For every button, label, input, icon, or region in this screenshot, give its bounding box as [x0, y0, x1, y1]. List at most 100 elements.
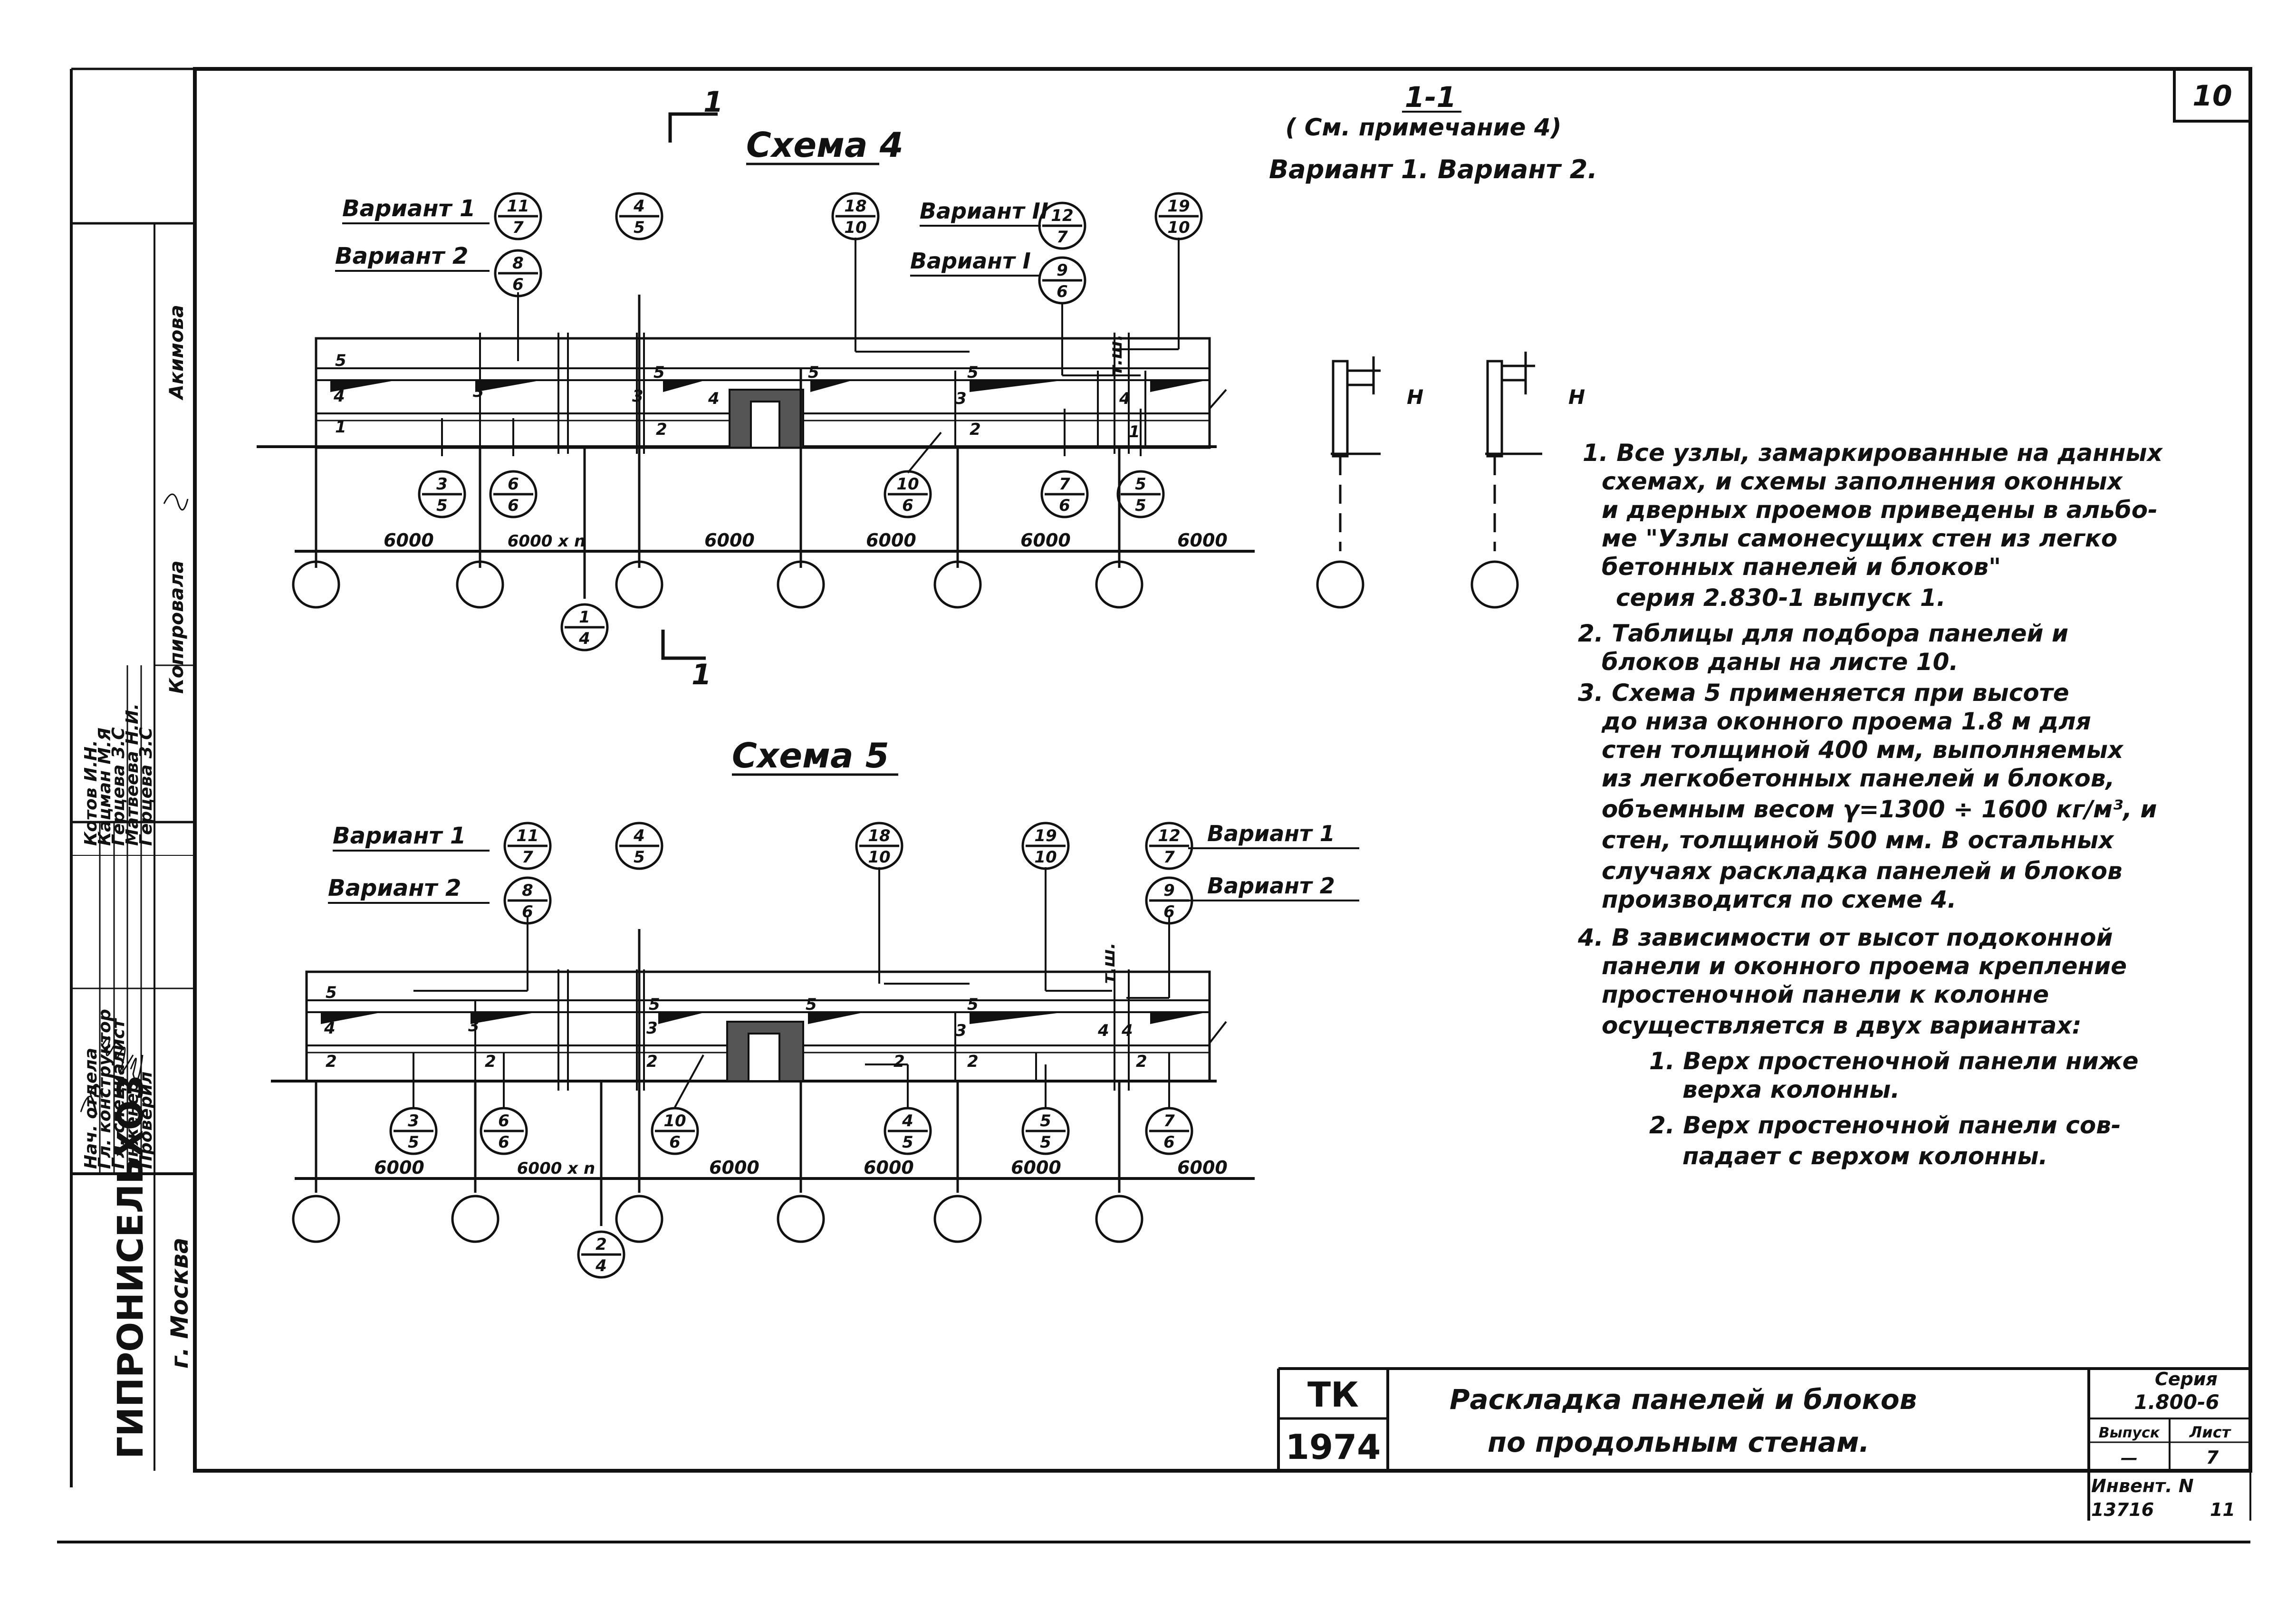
svg-text:2. Верх простеночной панели со: 2. Верх простеночной панели сов-: [1649, 1111, 2121, 1139]
svg-text:6: 6: [522, 902, 533, 921]
scheme-5-tsh: т.ш.: [1099, 943, 1119, 984]
scheme-4: 1 Схема 4 Вариант 1 Вариант 2 Вариант II…: [257, 86, 1255, 691]
svg-text:и дверных проемов приведены в: и дверных проемов приведены в альбо-: [1602, 496, 2158, 524]
svg-text:7: 7: [512, 218, 524, 237]
svg-text:6: 6: [1059, 496, 1070, 515]
scheme-5-variant2: Вариант 2: [328, 875, 461, 901]
svg-text:1: 1: [1129, 422, 1140, 441]
svg-text:5: 5: [326, 983, 337, 1002]
svg-text:осуществляется в двух варианта: осуществляется в двух вариантах:: [1602, 1012, 2082, 1039]
svg-text:9: 9: [1057, 261, 1068, 280]
title-line-1: Раскладка панелей и блоков: [1450, 1383, 1917, 1416]
scheme-4-top-nodes: [494, 192, 1203, 305]
svg-text:4: 4: [1121, 1021, 1133, 1040]
scheme-4-variantII: Вариант II: [920, 198, 1048, 224]
scheme-4-variantI: Вариант I: [910, 248, 1031, 274]
svg-text:6: 6: [512, 275, 524, 294]
scheme-4-variant1: Вариант 1: [342, 195, 475, 222]
svg-text:7: 7: [1059, 475, 1070, 494]
svg-text:10: 10: [896, 475, 919, 494]
svg-text:4: 4: [633, 197, 645, 216]
svg-text:3: 3: [955, 389, 967, 408]
svg-text:стен, толщиной 500 мм. В остал: стен, толщиной 500 мм. В остальных: [1602, 826, 2114, 854]
stamp-role-1: Гл. конструктор: [95, 1009, 115, 1169]
svg-text:блоков даны на листе 10.: блоков даны на листе 10.: [1602, 648, 1958, 676]
title-line-2: по продольным стенам.: [1488, 1426, 1870, 1458]
scheme-4-dimensions: 6000 6000 x n 6000 6000 6000 6000: [384, 530, 1228, 551]
stamp-role-3: инженер: [123, 1081, 142, 1169]
stamp-name-1: Кацман М.Я: [95, 728, 115, 846]
sheet-label: Лист: [2189, 1423, 2232, 1441]
svg-text:бетонных панелей и блоков": бетонных панелей и блоков": [1602, 553, 2001, 581]
tk-label: ТК: [1307, 1375, 1359, 1415]
signature-5: [163, 493, 189, 511]
svg-text:6000: 6000: [384, 530, 434, 551]
svg-text:2: 2: [646, 1052, 658, 1071]
svg-text:6000: 6000: [864, 1157, 914, 1178]
svg-text:5: 5: [408, 1133, 419, 1152]
svg-text:5: 5: [634, 848, 645, 867]
svg-text:6: 6: [1057, 282, 1068, 301]
svg-text:4: 4: [633, 826, 645, 845]
svg-text:стен толщиной 400 мм, выполняе: стен толщиной 400 мм, выполняемых: [1602, 736, 2124, 764]
svg-text:5: 5: [436, 496, 448, 515]
svg-text:2: 2: [967, 1052, 979, 1071]
svg-text:12: 12: [1051, 206, 1073, 225]
svg-text:7: 7: [1163, 848, 1175, 867]
svg-text:6000: 6000: [1177, 1157, 1228, 1178]
svg-text:3: 3: [473, 382, 484, 401]
svg-text:из легкобетонных панелей и бло: из легкобетонных панелей и блоков,: [1602, 765, 2115, 792]
svg-text:18: 18: [868, 826, 890, 845]
svg-text:панели и оконного проема крепл: панели и оконного проема крепление: [1602, 952, 2127, 980]
scheme-5-dimensions: 6000 6000 x n 6000 6000 6000 6000: [374, 1157, 1228, 1178]
svg-text:10: 10: [663, 1111, 686, 1131]
svg-text:3: 3: [955, 1021, 967, 1040]
svg-text:5: 5: [1040, 1111, 1051, 1131]
title-block: ТК 1974 Раскладка панелей и блоков по пр…: [1277, 1367, 2251, 1521]
scheme-5-variant1-right: Вариант 1: [1207, 821, 1335, 846]
svg-text:10: 10: [1167, 218, 1190, 237]
signature-2: [101, 1036, 117, 1056]
svg-text:2. Таблицы для подбора панелей: 2. Таблицы для подбора панелей и: [1578, 620, 2068, 647]
stamp-name-3: Матвеева Н.И.: [123, 703, 142, 846]
svg-text:6: 6: [498, 1133, 509, 1152]
svg-text:4: 4: [1119, 389, 1131, 408]
svg-text:6000: 6000: [704, 530, 755, 551]
stamp-name-0: Котов И.Н.: [81, 740, 101, 846]
svg-text:5: 5: [806, 995, 817, 1014]
svg-text:серия 2.830-1 выпуск 1.: серия 2.830-1 выпуск 1.: [1616, 584, 1946, 612]
svg-text:ме "Узлы самонесущих стен из л: ме "Узлы самонесущих стен из легко: [1602, 525, 2117, 552]
svg-text:5: 5: [808, 363, 819, 382]
scheme-4-bottom-nodes: [418, 470, 1165, 651]
svg-text:7: 7: [522, 848, 533, 867]
svg-text:5: 5: [634, 218, 645, 237]
svg-text:4: 4: [708, 389, 720, 408]
svg-text:19: 19: [1167, 197, 1190, 216]
sheet-value: 7: [2206, 1447, 2219, 1468]
svg-text:1: 1: [335, 418, 346, 437]
signature-3: [115, 1046, 134, 1075]
svg-text:6000: 6000: [866, 530, 916, 551]
svg-text:1. Все узлы, замаркированные н: 1. Все узлы, замаркированные на данных: [1583, 439, 2163, 467]
stamp-name-2: Герцева З.С: [109, 727, 128, 846]
svg-text:19: 19: [1034, 826, 1057, 845]
svg-text:1: 1: [579, 608, 590, 627]
svg-text:4: 4: [578, 629, 590, 648]
svg-text:5: 5: [902, 1133, 913, 1152]
svg-text:3: 3: [646, 1019, 658, 1038]
scheme-5-variant1: Вариант 1: [333, 823, 466, 849]
svg-text:8: 8: [512, 254, 524, 273]
svg-text:4: 4: [324, 1019, 336, 1038]
section-title: 1-1: [1405, 81, 1456, 114]
signature-4: [130, 1054, 144, 1081]
svg-text:5: 5: [1135, 496, 1146, 515]
scheme-5-panel-numbers: 5 4 2 3 2 5 3 2 5 2 5 3 2 4 4 2: [324, 983, 1147, 1071]
svg-text:18: 18: [844, 197, 866, 216]
svg-text:5: 5: [335, 351, 346, 370]
svg-text:6: 6: [1163, 1133, 1175, 1152]
svg-text:простеночной панели к колонне: простеночной панели к колонне: [1602, 981, 2049, 1008]
svg-text:4: 4: [333, 387, 345, 406]
scheme-5-bottom-nodes: [389, 1107, 1193, 1279]
sheet-number-box: [2173, 67, 2252, 123]
svg-text:2: 2: [970, 420, 981, 439]
